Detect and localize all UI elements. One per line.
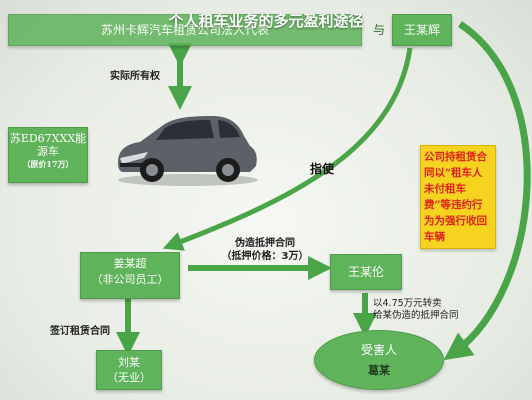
wang-hui-label: 王某辉 — [403, 23, 440, 37]
liu-box: 刘某 （无业） — [96, 350, 162, 390]
instruct-label: 指使 — [310, 162, 335, 176]
wang-hui-box: 王某辉 — [392, 14, 452, 46]
repossess-box: 公司持租赁合同以“租车人未付租车费”等违约行为为强行收回车辆 — [420, 145, 496, 249]
car-plate: 苏ED67XXX能 — [9, 132, 87, 145]
car-type: 源车 — [37, 145, 59, 158]
company-box: 苏州卡辉汽车租赁公司法人代表 — [8, 14, 362, 46]
instruct-arrow — [162, 47, 413, 251]
lease-label: 签订租赁合同 — [50, 326, 110, 337]
sale-line1: 以4.75万元转卖 — [373, 298, 442, 309]
wang-label: 王某伦 — [347, 265, 384, 279]
victim-name: 葛某 — [368, 364, 390, 377]
company-label: 苏州卡辉汽车租赁公司法人代表 — [100, 23, 269, 37]
victim-title: 受害人 — [360, 343, 397, 357]
jiang-role: （非公司员工） — [91, 273, 169, 286]
victim-ellipse: 受害人 葛某 — [314, 330, 444, 390]
and-label: 与 — [373, 23, 386, 37]
car-box: 苏ED67XXX能 源车 （原价17万） — [8, 127, 88, 183]
jiang-name: 姜某超 — [113, 257, 147, 270]
car-image — [118, 116, 258, 186]
repossess-arrow — [443, 21, 531, 361]
ownership-label: 实际所有权 — [110, 71, 160, 82]
forged-contract-line1: 伪造抵押合同 — [235, 238, 295, 249]
sale-line2: 给某伪造的抵押合同 — [373, 310, 459, 321]
jiang-box: 姜某超 （非公司员工） — [80, 252, 180, 299]
sale-label: 以4.75万元转卖 给某伪造的抵押合同 — [373, 298, 491, 322]
car-price: （原价17万） — [22, 159, 74, 169]
forged-contract-label: 伪造抵押合同 （抵押价格：3万） — [205, 237, 325, 263]
page-title: 个人租车业务的多元盈利途径 — [168, 12, 364, 30]
forged-contract-line2: （抵押价格：3万） — [221, 251, 309, 262]
liu-role: （无业） — [107, 371, 151, 384]
repossess-text: 公司持租赁合同以“租车人未付租车费”等违约行为为强行收回车辆 — [424, 151, 487, 243]
liu-name: 刘某 — [118, 356, 140, 369]
wang-box: 王某伦 — [330, 254, 402, 290]
